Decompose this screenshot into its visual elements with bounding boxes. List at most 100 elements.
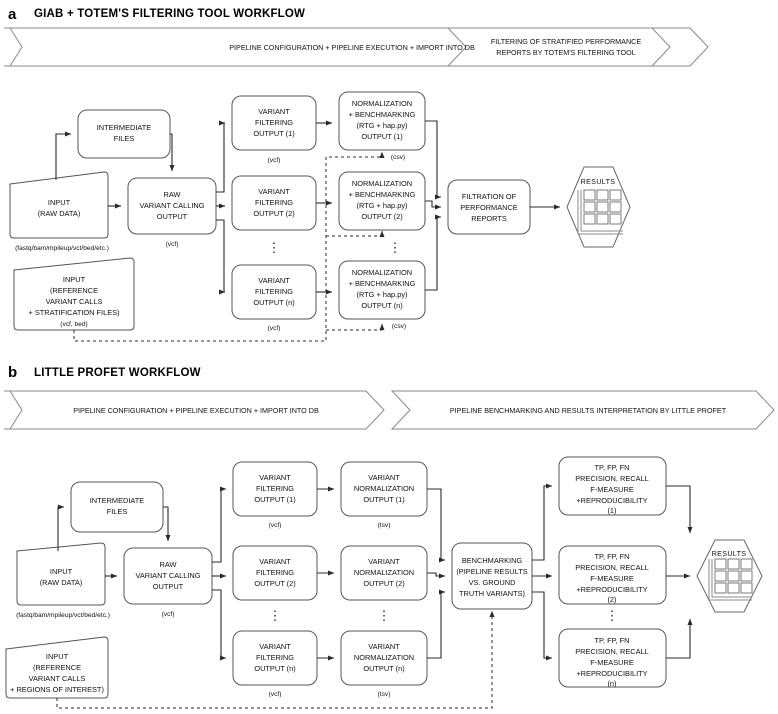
b-normn-caption: (tsv) <box>378 691 391 698</box>
b-input-raw-line2: (RAW DATA) <box>40 578 83 587</box>
b-filtern-line2: FILTERING <box>256 653 294 662</box>
a-intermediate-line1: INTERMEDIATE <box>97 123 152 132</box>
b-input-raw-line1: INPUT <box>50 567 73 576</box>
b-intermediate-line2: FILES <box>107 507 128 516</box>
a-input-raw-line1: INPUT <box>48 198 71 207</box>
b-norm2-line1: VARIANT <box>368 557 400 566</box>
b-raw-calling-line1: RAW <box>160 560 177 569</box>
a-raw-calling-line1: RAW <box>164 190 181 199</box>
b-metrics1-line2: PRECISION, RECALL <box>575 474 649 483</box>
a-input-raw-caption: (fastq/bam/mpileup/vct/bed/etc.) <box>15 245 109 252</box>
a-norm2-line3: (RTG + hap.py) <box>356 201 407 210</box>
a-input-ref-line3: VARIANT CALLS <box>46 297 103 306</box>
b-norm1-line3: OUTPUT (1) <box>363 495 404 504</box>
a-input-ref-line2: (REFERENCE <box>50 286 98 295</box>
b-filter2-line3: OUTPUT (2) <box>254 579 295 588</box>
b-metrics2-line1: TP, FP, FN <box>594 552 629 561</box>
b-input-ref-line3: VARIANT CALLS <box>29 674 86 683</box>
banner-a-2 <box>446 27 671 67</box>
b-metricsn-line5: (n) <box>607 679 616 688</box>
b-metrics1-line5: (1) <box>607 506 616 515</box>
a-filtern-line1: VARIANT <box>258 276 290 285</box>
a-input-raw-line2: (RAW DATA) <box>38 209 81 218</box>
b-normn-line1: VARIANT <box>368 642 400 651</box>
b-filter1-line3: OUTPUT (1) <box>254 495 295 504</box>
b-normn-line3: OUTPUT (n) <box>363 664 404 673</box>
b-filter2-line1: VARIANT <box>259 557 291 566</box>
b-norm1-line2: NORMALIZATION <box>354 484 414 493</box>
a-filter1-line3: OUTPUT (1) <box>253 129 294 138</box>
a-normn-line4: OUTPUT (n) <box>361 301 402 310</box>
b-results-label: RESULTS <box>712 549 747 558</box>
a-intermediate-line2: FILES <box>114 134 135 143</box>
b-input-ref-line2: (REFERENCE <box>33 663 81 672</box>
b-metricsn-line2: PRECISION, RECALL <box>575 647 649 656</box>
a-norm2-line2: + BENCHMARKING <box>349 190 416 199</box>
a-input-ref-line5: (vcf, bed) <box>60 321 87 328</box>
a-normn-caption: (csv) <box>392 323 406 330</box>
b-raw-calling-caption: (vcf) <box>162 611 175 618</box>
b-filter1-line2: FILTERING <box>256 484 294 493</box>
b-input-reference-shape <box>5 636 109 699</box>
a-norm-ellipsis: ⋮ <box>389 240 402 255</box>
a-filter2-line1: VARIANT <box>258 187 290 196</box>
b-filter1-caption: (vcf) <box>269 522 282 529</box>
a-norm1-line1: NORMALIZATION <box>352 99 412 108</box>
b-metrics-box-2 <box>558 545 667 605</box>
a-input-reference-shape <box>13 257 135 331</box>
b-metricsn-line3: F-MEASURE <box>590 658 634 667</box>
a-normn-line1: NORMALIZATION <box>352 268 412 277</box>
b-input-raw-shape <box>16 542 106 606</box>
b-banner2-text: PIPELINE BENCHMARKING AND RESULTS INTERP… <box>450 406 727 415</box>
a-norm1-line3: (RTG + hap.py) <box>356 121 407 130</box>
a-norm1-line4: OUTPUT (1) <box>361 132 402 141</box>
a-results-grid-icon <box>577 189 623 235</box>
a-norm1-caption: (csv) <box>391 154 405 161</box>
b-filtern-line1: VARIANT <box>259 642 291 651</box>
a-norm2-line4: OUTPUT (2) <box>361 212 402 221</box>
a-raw-calling-line2: VARIANT CALLING <box>139 201 204 210</box>
b-input-raw-caption: (fastq/bam/mpileup/vct/bed/etc.) <box>16 612 110 619</box>
a-banner1-text: PIPELINE CONFIGURATION + PIPELINE EXECUT… <box>229 43 475 52</box>
b-raw-calling-line3: OUTPUT <box>153 582 184 591</box>
b-benchmarking-line3: VS. GROUND <box>469 578 516 587</box>
b-connectors <box>56 483 693 709</box>
b-norm2-line3: OUTPUT (2) <box>363 579 404 588</box>
b-metrics2-line3: F-MEASURE <box>590 574 634 583</box>
b-metrics2-line4: +REPRODUCIBILITY <box>576 585 647 594</box>
banner-b-2 <box>390 390 775 430</box>
b-results-grid-icon <box>708 558 753 601</box>
b-normn-line2: NORMALIZATION <box>354 653 414 662</box>
a-filter-ellipsis: ⋮ <box>268 240 281 255</box>
a-filtern-line3: OUTPUT (n) <box>253 298 294 307</box>
b-norm-ellipsis: ⋮ <box>378 608 391 623</box>
a-raw-calling-caption: (vcf) <box>166 241 179 248</box>
panel-a-title: GIAB + TOTEM'S FILTERING TOOL WORKFLOW <box>34 8 306 20</box>
a-norm2-line1: NORMALIZATION <box>352 179 412 188</box>
b-metrics1-line3: F-MEASURE <box>590 485 634 494</box>
b-intermediate-line1: INTERMEDIATE <box>90 496 145 505</box>
b-metrics2-line5: (2) <box>607 595 616 604</box>
b-metricsn-line1: TP, FP, FN <box>594 636 629 645</box>
a-banner2-line1: FILTERING OF STRATIFIED PERFORMANCE <box>491 37 641 46</box>
b-benchmarking-line4: TRUTH VARIANTS) <box>459 589 525 598</box>
a-raw-calling-line3: OUTPUT <box>157 212 188 221</box>
a-filter1-caption: (vcf) <box>268 157 281 164</box>
a-filter2-line2: FILTERING <box>255 198 293 207</box>
a-input-raw-shape <box>9 171 109 239</box>
a-filter2-line3: OUTPUT (2) <box>253 209 294 218</box>
a-filtration-line1: FILTRATION OF <box>462 192 517 201</box>
b-input-ref-line1: INPUT <box>46 652 69 661</box>
b-filter1-line1: VARIANT <box>259 473 291 482</box>
b-metrics1-line4: +REPRODUCIBILITY <box>576 496 647 505</box>
b-benchmarking-box <box>451 542 533 610</box>
a-filtration-line3: REPORTS <box>471 214 507 223</box>
b-metricsn-line4: +REPRODUCIBILITY <box>576 669 647 678</box>
b-norm1-caption: (tsv) <box>378 522 391 529</box>
b-metrics2-line2: PRECISION, RECALL <box>575 563 649 572</box>
b-filtern-line3: OUTPUT (n) <box>254 664 295 673</box>
b-filtern-caption: (vcf) <box>269 691 282 698</box>
b-banner1-text: PIPELINE CONFIGURATION + PIPELINE EXECUT… <box>73 406 319 415</box>
b-metrics-ellipsis: ⋮ <box>606 608 619 623</box>
